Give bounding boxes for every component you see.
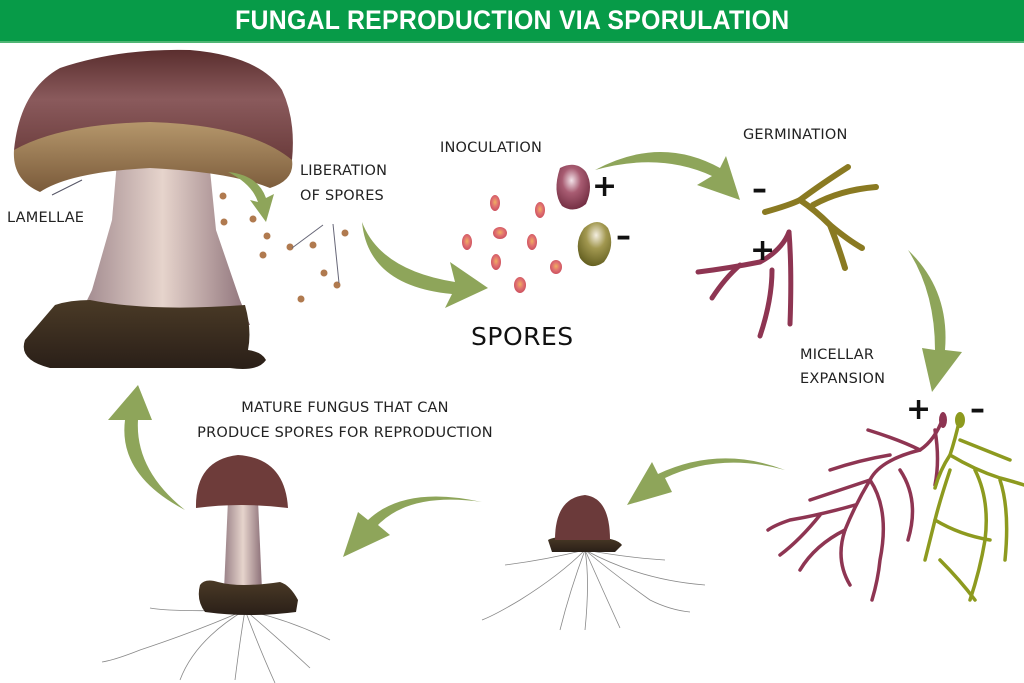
title-bar: FUNGAL REPRODUCTION VIA SPORULATION — [0, 0, 1024, 43]
primordium-cap — [555, 495, 610, 540]
small-spores-cluster — [462, 195, 562, 293]
positive-mycelium-tip — [939, 412, 947, 428]
primordium-illustration — [481, 495, 706, 631]
germination-negative-hypha — [762, 164, 879, 271]
liberation-pointer-lines — [291, 223, 340, 284]
arrow-micellar-to-primordium — [627, 458, 785, 505]
arrow-inoculation-to-germination — [595, 151, 740, 200]
positive-mycelium — [766, 416, 945, 602]
cycle-arrows — [108, 151, 962, 557]
large-mushroom-stem — [75, 150, 250, 325]
young-fungus-cap — [195, 455, 288, 508]
label-liberation-line1: LIBERATION — [300, 163, 388, 179]
young-fungus-roots — [101, 607, 331, 683]
positive-sign-inoculation: + — [592, 169, 618, 204]
label-mature-line2: PRODUCE SPORES FOR REPRODUCTION — [197, 425, 493, 441]
arrow-liberation-to-inoculation — [362, 222, 488, 308]
arrow-young-to-mature — [108, 385, 185, 510]
positive-spore — [556, 164, 590, 210]
page-title: FUNGAL REPRODUCTION VIA SPORULATION — [234, 5, 790, 35]
negative-sign-inoculation: – — [616, 219, 631, 254]
arrow-primordium-to-young — [343, 496, 482, 557]
arrow-germination-to-micellar — [908, 250, 962, 392]
arrow-gills-to-spores — [228, 172, 274, 222]
label-lamellae: LAMELLAE — [7, 210, 85, 226]
label-micellar-line2: EXPANSION — [800, 371, 886, 387]
lamellae-pointer-line — [51, 179, 83, 196]
large-mushroom-illustration — [13, 49, 293, 369]
large-mushroom-volva — [23, 300, 266, 369]
positive-sign-germination: + — [750, 233, 776, 268]
negative-sign-micellar: – — [970, 392, 985, 427]
released-spore-dots — [219, 192, 349, 303]
young-fungus-stem — [224, 500, 262, 590]
positive-sign-micellar: + — [906, 392, 932, 427]
germination-positive-hypha — [695, 229, 794, 339]
negative-spore — [577, 222, 612, 267]
primordium-roots — [481, 549, 706, 631]
label-inoculation: INOCULATION — [440, 140, 543, 156]
large-mushroom-cap — [14, 49, 293, 160]
label-germination: GERMINATION — [743, 127, 848, 143]
label-mature-line1: MATURE FUNGUS THAT CAN — [241, 400, 449, 416]
label-spores: SPORES — [471, 322, 574, 351]
young-fungus-volva — [198, 580, 298, 615]
negative-sign-germination: – — [752, 172, 767, 207]
label-micellar-line1: MICELLAR — [800, 347, 875, 363]
negative-mycelium-tip — [955, 412, 965, 428]
large-mushroom-gills — [13, 118, 293, 192]
young-fungus-illustration — [101, 455, 331, 683]
primordium-volva — [548, 536, 622, 552]
negative-mycelium — [923, 416, 1024, 602]
label-liberation-line2: OF SPORES — [300, 188, 384, 204]
